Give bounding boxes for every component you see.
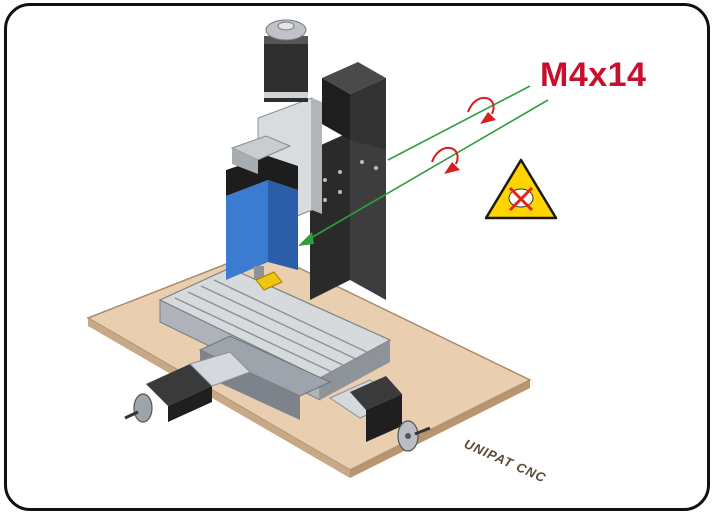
z-column-side xyxy=(350,132,386,300)
leader-lines xyxy=(303,85,549,243)
spindle-body xyxy=(226,180,268,280)
xy-table-side xyxy=(320,340,390,400)
z-column-upper xyxy=(322,78,350,140)
z-column-bolts xyxy=(323,160,378,202)
z-column-upper-side xyxy=(350,78,386,150)
z-carriage-side xyxy=(312,98,322,214)
handwheel-icon xyxy=(397,420,431,452)
leader-line-upper xyxy=(387,85,531,161)
handwheel-icon xyxy=(124,393,153,423)
z-axis-stepper-motor xyxy=(264,19,308,102)
rotate-clockwise-icon xyxy=(431,146,460,174)
screw-size-callout: M4x14 xyxy=(540,56,647,94)
base-plate-edge-right xyxy=(350,380,530,478)
workpiece-clamp xyxy=(255,271,283,291)
saddle xyxy=(198,335,332,397)
spindle-body-side xyxy=(268,180,298,270)
spindle-collet xyxy=(254,266,264,280)
no-hand-tighten-warning-icon xyxy=(484,158,558,220)
leader-arrowhead xyxy=(298,232,314,246)
z-column-top xyxy=(322,62,386,94)
base-plate-edge xyxy=(88,318,350,478)
table-t-slots xyxy=(174,279,372,373)
y-axis-stepper-motor xyxy=(328,376,402,442)
x-axis-stepper-motor xyxy=(146,351,251,422)
rotate-clockwise-icon xyxy=(467,96,496,124)
spindle-cap-front xyxy=(232,148,258,174)
leader-line-lower xyxy=(303,99,549,243)
